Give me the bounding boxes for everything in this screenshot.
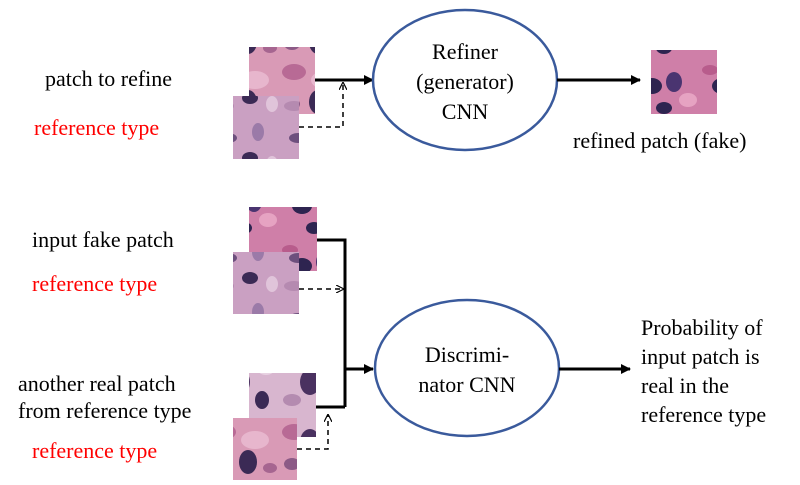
output-line-2: input patch is bbox=[641, 344, 760, 369]
discriminator-output-label: Probability of input patch is real in th… bbox=[641, 313, 766, 429]
refiner-node-label: Refiner (generator) CNN bbox=[375, 37, 555, 127]
real-reference-label: reference type bbox=[32, 438, 158, 463]
refiner-reference-label: reference type bbox=[34, 115, 160, 140]
real-input-line-1: another real patch bbox=[18, 371, 176, 396]
real-input-label: another real patch from reference type bbox=[18, 370, 191, 424]
fake-reference-patch-image bbox=[233, 252, 299, 314]
real-reference-dashed-arrow bbox=[297, 415, 328, 450]
real-reference-patch-image bbox=[233, 418, 297, 480]
discriminator-node-line-1: Discrimi- bbox=[424, 342, 510, 367]
output-line-1: Probability of bbox=[641, 315, 763, 340]
output-line-4: reference type bbox=[641, 402, 767, 427]
reference-patch-image bbox=[233, 96, 299, 159]
patch-to-refine-label: patch to refine bbox=[45, 66, 173, 91]
refined-patch-label: refined patch (fake) bbox=[573, 128, 747, 153]
refiner-node-line-2: (generator) bbox=[416, 69, 514, 94]
output-line-3: real in the bbox=[641, 373, 729, 398]
discriminator-node-label: Discrimi- nator CNN bbox=[377, 340, 557, 400]
fake-reference-label: reference type bbox=[32, 271, 158, 296]
fake-input-label: input fake patch bbox=[32, 227, 174, 252]
refiner-reference-dashed-arrow bbox=[299, 83, 343, 128]
real-input-line-2: from reference type bbox=[18, 398, 192, 423]
refiner-node-line-1: Refiner bbox=[432, 39, 498, 64]
refiner-node-line-3: CNN bbox=[441, 99, 489, 124]
fake-patch-connector bbox=[317, 238, 347, 407]
refined-patch-image bbox=[651, 50, 717, 114]
discriminator-node-line-2: nator CNN bbox=[418, 372, 516, 397]
